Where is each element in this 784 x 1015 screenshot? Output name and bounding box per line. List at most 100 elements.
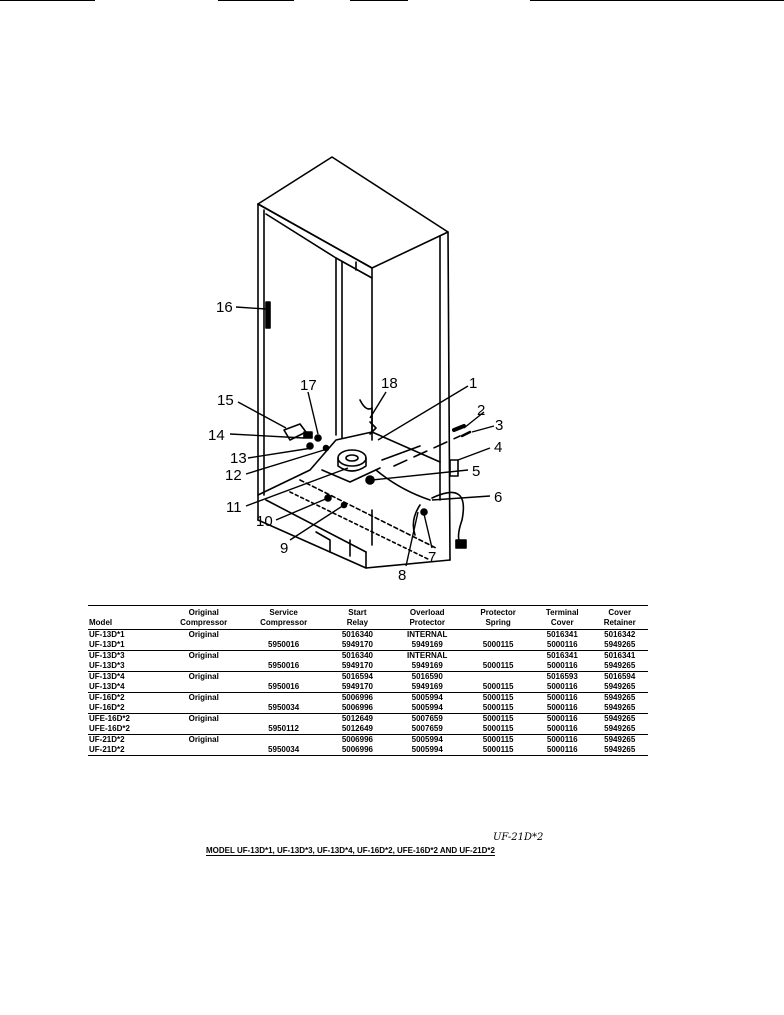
table-cell: Original [188,693,219,702]
table-cell: 5949170 [323,660,392,672]
table-cell: Original [188,672,219,681]
table-cell: 5950016 [243,639,324,651]
table-cell: 5016340 [341,630,373,639]
table-cell: 5000116 [533,681,592,693]
cabinet-outline [257,156,451,561]
callout-3: 3 [495,417,503,434]
table-cell: 5949265 [591,660,648,672]
table-cell: 5006996 [341,735,373,744]
callout-4: 4 [494,439,502,456]
table-cell [163,702,244,714]
table-cell: 5000116 [533,723,592,735]
table-cell [244,693,324,703]
callout-11: 11 [226,499,242,516]
callout-13: 13 [230,450,247,467]
table-cell: 5950016 [243,681,324,693]
table-cell: 5016342 [604,630,636,639]
callout-5: 5 [472,463,480,480]
table-cell [463,651,533,661]
table-cell: Original [188,651,219,660]
table-cell: 5949169 [391,660,464,672]
callout-16: 16 [216,299,233,316]
table-cell: INTERNAL [407,651,448,660]
table-cell: 5000115 [463,660,534,672]
header-model: Model [88,605,164,630]
table-cell: 5016590 [411,672,443,681]
table-cell: 5006996 [323,744,392,756]
table-cell: Original [188,714,219,723]
table-cell: 5007659 [411,714,443,723]
table-cell [163,744,244,756]
table-cell: 5000116 [533,660,592,672]
machine-compartment [257,431,451,569]
table-cell: 5000115 [463,639,534,651]
table-cell: 5005994 [411,693,443,702]
table-cell: UF-21D*2 [88,744,164,756]
table-cell [163,639,244,651]
table-cell: 5005994 [411,735,443,744]
table-cell: 5949265 [591,723,648,735]
table-cell: 5000115 [463,702,534,714]
table-cell: 5012649 [341,714,373,723]
table-cell [163,723,244,735]
callout-8: 8 [398,567,406,584]
table-cell: 5949265 [591,744,648,756]
table-cell: 5016341 [546,651,578,660]
top-edge-marks [0,0,784,3]
table-cell: 5949170 [323,681,392,693]
table-cell: UFE-16D*2 [88,723,164,735]
table-cell: 5949265 [591,681,648,693]
table-cell: 5006996 [323,702,392,714]
table-cell: 5949265 [591,639,648,651]
table-cell: 5950112 [243,723,324,735]
table-cell: Original [188,735,219,744]
model-caption: MODEL UF-13D*1, UF-13D*3, UF-13D*4, UF-1… [206,846,495,856]
table-cell: 5000115 [463,723,534,735]
table-cell: UF-13D*1 [89,630,125,639]
callout-18: 18 [381,375,398,392]
callout-6: 6 [494,489,502,506]
callout-7: 7 [428,549,436,566]
callout-9: 9 [280,540,288,557]
table-cell: 5000116 [533,639,592,651]
table-cell: 5949170 [323,639,392,651]
table-cell [463,630,533,640]
table-cell [244,735,324,745]
callout-10: 10 [256,513,273,530]
table-cell [244,651,324,661]
table-cell [244,714,324,724]
table-cell [163,660,244,672]
table-cell: UF-13D*1 [88,639,164,651]
part-2 [452,424,466,432]
table-cell: 5949169 [391,639,464,651]
table-cell: UF-13D*3 [89,651,125,660]
table-cell [244,630,324,640]
table-cell: 5016341 [604,651,636,660]
table-cell: Original [188,630,219,639]
table-cell: 5000115 [463,744,534,756]
table-cell: UFE-16D*2 [89,714,130,723]
callout-17: 17 [300,377,317,394]
table-cell: 5000115 [463,681,534,693]
table-cell: INTERNAL [407,630,448,639]
callout-1: 1 [469,375,477,392]
table-cell [244,672,324,682]
table-cell: UF-16D*2 [88,702,164,714]
